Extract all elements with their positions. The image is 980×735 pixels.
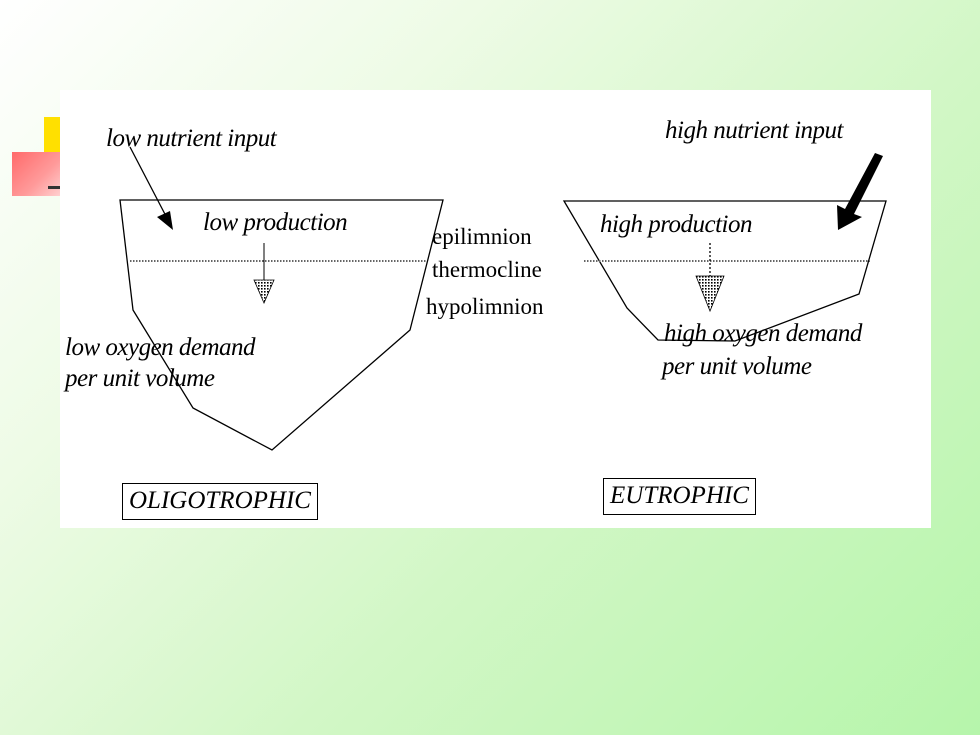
eutrophic-lake-basin [562,200,887,342]
oligotrophic-nutrient-arrow-line [129,146,169,221]
lake-diagram [119,146,887,451]
oligotrophic-demand-label-line2: per unit volume [65,365,215,392]
oligotrophic-production-arrowhead [253,279,275,305]
oligotrophic-nutrient-arrowhead [157,211,173,230]
oligotrophic-production-label: low production [203,209,348,236]
thermocline-label: thermocline [432,257,542,282]
oligotrophic-input-label: low nutrient input [106,125,277,152]
oligotrophic-title-box: OLIGOTROPHIC [122,483,318,520]
lake-stratification-figure: low nutrient input low production low ox… [60,90,931,528]
epilimnion-label: epilimnion [432,224,532,249]
eutrophic-input-label: high nutrient input [665,117,844,144]
eutrophic-production-label: high production [600,211,753,238]
title-accent-underline [48,186,60,189]
title-accent-red-block [12,152,60,196]
eutrophic-nutrient-arrow [837,153,883,230]
eutrophic-production-arrowhead [695,275,725,313]
eutrophic-title-box: EUTROPHIC [603,478,756,515]
eutrophic-demand-label-line2: per unit volume [662,353,812,380]
eutrophic-demand-label-line1: high oxygen demand [664,320,862,347]
oligotrophic-lake-basin [119,199,444,451]
oligotrophic-demand-label-line1: low oxygen demand [65,334,256,361]
hypolimnion-label: hypolimnion [426,294,544,319]
